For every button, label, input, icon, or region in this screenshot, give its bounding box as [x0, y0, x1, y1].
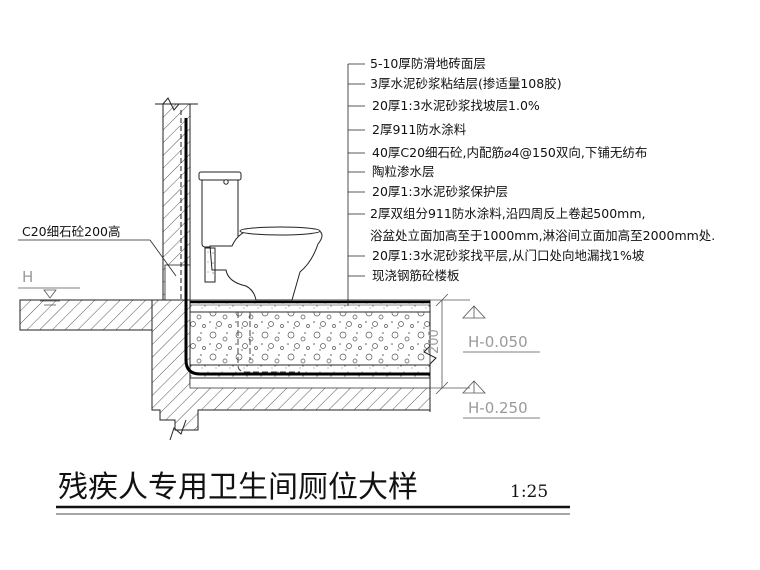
level-triangle-icon — [43, 289, 57, 299]
toilet-connector — [204, 247, 216, 283]
elevation-label-2: H-0.250 — [468, 399, 528, 417]
level-marker-label: H — [22, 268, 33, 286]
layer-labels: 5-10厚防滑地砖面层 3厚水泥砂浆粘结层(掺适量108胶) 20厚1:3水泥砂… — [22, 56, 715, 283]
layer-label-8: 2厚双组分911防水涂料,沿四周反上卷起500mm, — [370, 206, 645, 221]
toilet-tank-lid — [198, 171, 242, 181]
dimension — [430, 293, 470, 395]
title-block: 残疾人专用卫生间厕位大样 1:25 — [56, 470, 570, 515]
layer-label-10: 20厚1:3水泥砂浆找平层,从门口处向地漏找1%坡 — [372, 248, 645, 263]
ceramsite-layer — [189, 311, 431, 366]
layer-label-2: 3厚水泥砂浆粘结层(掺适量108胶) — [370, 76, 562, 91]
layer-label-6: 陶粒渗水层 — [372, 164, 435, 179]
protection-layer — [189, 364, 431, 379]
drain-pipe — [237, 312, 300, 373]
slab-break-line — [169, 419, 187, 441]
layer-label-7: 20厚1:3水泥砂浆保护层 — [372, 184, 508, 199]
leader-lines — [18, 63, 365, 306]
side-note-label: C20细石砼200高 — [22, 224, 121, 239]
level-marker: H — [18, 268, 80, 306]
side-note-leader — [149, 239, 177, 277]
dimension-label: 200 — [427, 329, 442, 354]
layer-label-9: 浴盆处立面加高至于1000mm,淋浴间立面加高至2000mm处. — [370, 228, 715, 243]
layer-label-1: 5-10厚防滑地砖面层 — [370, 56, 486, 71]
flush-button-icon — [223, 179, 229, 185]
toilet — [198, 171, 323, 301]
layer-label-3: 20厚1:3水泥砂浆找坡层1.0% — [372, 98, 540, 113]
layer-label-11: 现浇钢筋砼楼板 — [372, 268, 460, 283]
layer-label-4: 2厚911防水涂料 — [372, 122, 467, 137]
drawing-scale: 1:25 — [510, 482, 548, 502]
exterior-ground — [19, 299, 153, 331]
elevation-markers — [462, 305, 540, 419]
wall-break-line-top — [155, 97, 198, 111]
layer-label-5: 40厚C20细石砼,内配筋⌀4@150双向,下铺无纺布 — [372, 145, 647, 160]
slab-top-band — [189, 377, 431, 389]
waterproof-membrane — [184, 118, 430, 376]
toilet-tank — [201, 174, 239, 248]
elevation-label-1: H-0.050 — [468, 333, 528, 351]
drawing-title: 残疾人专用卫生间厕位大样 — [58, 470, 418, 505]
toilet-seat — [239, 226, 321, 236]
structure — [19, 97, 437, 441]
